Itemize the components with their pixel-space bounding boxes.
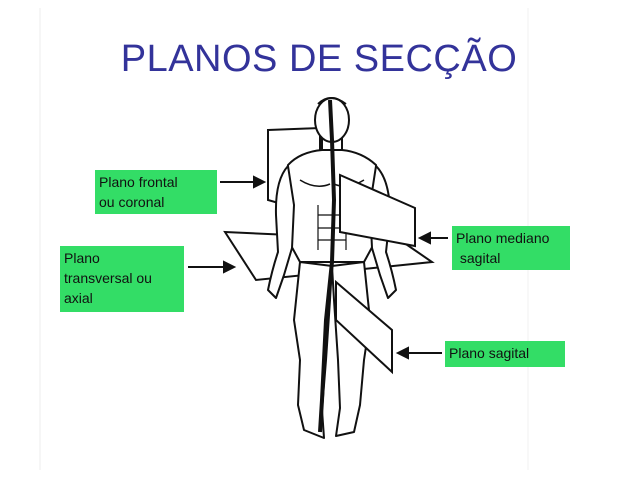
label-transversal-line3: axial	[64, 290, 93, 306]
label-frontal-line1: Plano frontal	[99, 174, 178, 190]
label-frontal-line2: ou coronal	[99, 194, 165, 210]
label-transversal-line2: transversal ou	[64, 270, 152, 286]
label-arrows	[188, 175, 448, 360]
label-transverse-plane: Plano transversal ou axial	[60, 246, 184, 312]
slide-title: PLANOS DE SECÇÃO	[120, 38, 518, 80]
label-mediano-line2: sagital	[456, 250, 501, 266]
label-sagittal-plane: Plano sagital	[445, 341, 565, 367]
median-sagittal-line	[318, 99, 337, 433]
label-frontal-plane: Plano frontal ou coronal	[95, 170, 217, 214]
median-sagittal-plane	[339, 173, 416, 248]
label-mediano-line1: Plano mediano	[456, 230, 550, 246]
sagittal-plane	[335, 279, 393, 375]
label-median-sagittal-plane: Plano mediano sagital	[452, 226, 570, 270]
label-sagital-line1: Plano sagital	[449, 345, 530, 361]
label-transversal-line1: Plano	[64, 250, 100, 266]
